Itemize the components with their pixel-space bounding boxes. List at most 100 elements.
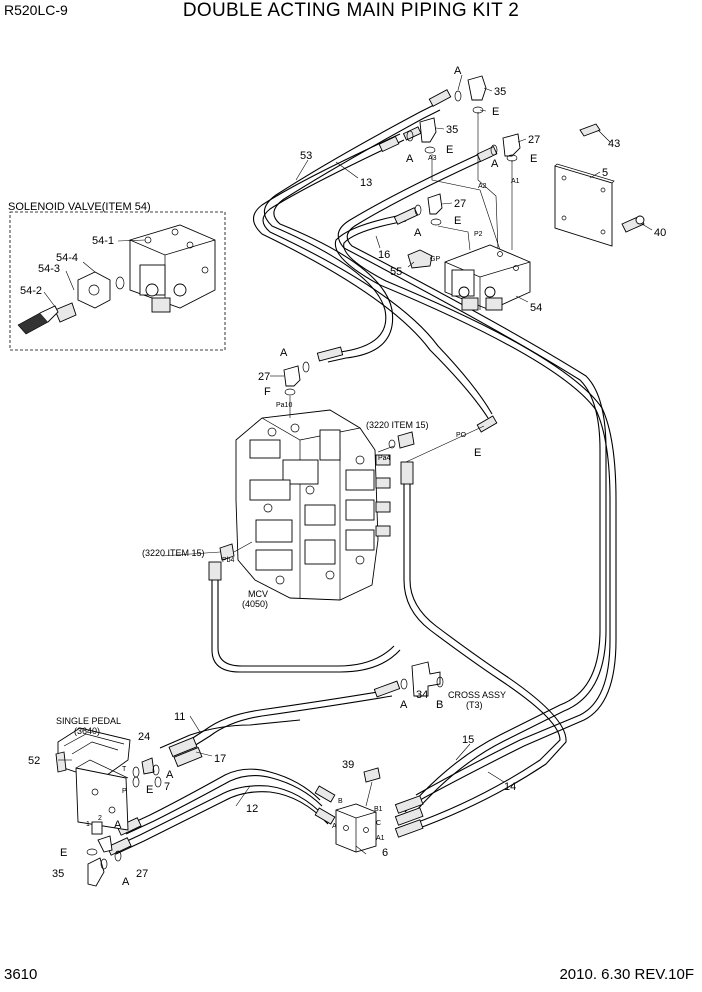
svg-text:1: 1 bbox=[86, 821, 90, 828]
note-3220-upper: (3220 ITEM 15) bbox=[366, 420, 429, 430]
svg-text:E: E bbox=[446, 144, 453, 156]
port-letters: A E A E A E A E A F E A B A E A E A bbox=[60, 65, 537, 888]
callout-54: 54 bbox=[530, 302, 542, 314]
mcv-4050 bbox=[219, 361, 485, 601]
callout-55: 55 bbox=[390, 266, 402, 278]
svg-text:A: A bbox=[280, 347, 288, 359]
svg-text:E: E bbox=[474, 447, 481, 459]
elbow-35-mid bbox=[419, 117, 437, 143]
callout-11: 11 bbox=[174, 711, 185, 723]
elbow-bottom bbox=[97, 835, 113, 853]
svg-text:A: A bbox=[166, 769, 174, 781]
callout-35-bottom: 35 bbox=[52, 868, 64, 880]
svg-text:T: T bbox=[122, 766, 127, 773]
svg-text:PO: PO bbox=[456, 432, 467, 439]
callout-24: 24 bbox=[138, 731, 150, 743]
note-single-pedal: SINGLE PEDAL bbox=[56, 716, 121, 726]
svg-text:A: A bbox=[454, 65, 462, 77]
inset-connector bbox=[54, 302, 77, 323]
svg-text:E: E bbox=[146, 784, 153, 796]
fitting-55 bbox=[407, 249, 433, 269]
elbow-27-top bbox=[502, 133, 521, 157]
callout-leaders bbox=[58, 74, 653, 855]
top-fittings bbox=[406, 75, 521, 269]
svg-text:A2: A2 bbox=[478, 183, 487, 190]
elbow-35-bottom bbox=[87, 857, 105, 887]
svg-text:A: A bbox=[114, 819, 122, 831]
callout-5: 5 bbox=[602, 167, 608, 179]
svg-text:A: A bbox=[332, 823, 337, 830]
inset-label-54-3: 54-3 bbox=[38, 263, 60, 275]
solenoid-valve-54 bbox=[444, 244, 531, 311]
svg-text:2: 2 bbox=[98, 815, 102, 822]
single-pedal-3640 bbox=[55, 727, 162, 887]
callout-43: 43 bbox=[608, 138, 620, 150]
svg-text:A1: A1 bbox=[511, 178, 520, 185]
callout-6: 6 bbox=[382, 847, 388, 859]
callout-7: 7 bbox=[164, 781, 170, 793]
svg-text:E: E bbox=[60, 847, 67, 859]
inset-coil bbox=[77, 271, 111, 309]
callout-53: 53 bbox=[300, 150, 312, 162]
bracket-5 bbox=[554, 123, 645, 247]
hose-12 bbox=[121, 768, 321, 829]
inset-label-54-2: 54-2 bbox=[20, 285, 42, 297]
svg-text:A: A bbox=[491, 158, 499, 170]
hose-po bbox=[403, 468, 561, 826]
callout-27-mcv: 27 bbox=[258, 371, 270, 383]
callout-14: 14 bbox=[504, 781, 516, 793]
hose-13 bbox=[252, 133, 489, 419]
svg-text:B: B bbox=[338, 798, 343, 805]
svg-text:E: E bbox=[530, 153, 537, 165]
svg-text:Pa10: Pa10 bbox=[276, 402, 292, 409]
hose-11 bbox=[181, 689, 391, 746]
svg-text:P2: P2 bbox=[474, 231, 483, 238]
callout-27-top: 27 bbox=[528, 134, 540, 146]
svg-text:B1: B1 bbox=[374, 806, 383, 813]
svg-text:E: E bbox=[454, 215, 461, 227]
diagram-notes: (3220 ITEM 15) (3220 ITEM 15) MCV (4050)… bbox=[56, 420, 506, 736]
callout-35-mid: 35 bbox=[446, 124, 458, 136]
svg-text:Pa4: Pa4 bbox=[378, 455, 391, 462]
callout-16: 16 bbox=[378, 249, 390, 261]
callout-34: 34 bbox=[416, 689, 428, 701]
page-title: DOUBLE ACTING MAIN PIPING KIT 2 bbox=[182, 0, 520, 21]
callout-17: 17 bbox=[214, 753, 226, 765]
svg-text:A: A bbox=[400, 699, 408, 711]
shuttle-block-6 bbox=[335, 767, 381, 853]
callout-52: 52 bbox=[28, 755, 40, 767]
hose-53 bbox=[263, 103, 437, 357]
callout-35-top: 35 bbox=[494, 86, 506, 98]
callout-numbers: 35 35 27 53 13 43 5 40 27 16 55 54 27 11… bbox=[28, 86, 666, 880]
inset-title: SOLENOID VALVE(ITEM 54) bbox=[8, 201, 151, 213]
svg-text:A1: A1 bbox=[376, 835, 385, 842]
svg-text:F: F bbox=[264, 386, 271, 398]
svg-text:C: C bbox=[376, 820, 381, 827]
note-cross-assy: CROSS ASSY bbox=[448, 690, 506, 700]
svg-text:A: A bbox=[406, 153, 414, 165]
callout-39: 39 bbox=[342, 759, 354, 771]
svg-text:GP: GP bbox=[430, 256, 440, 263]
elbow-27-mcv bbox=[283, 365, 301, 387]
svg-text:P: P bbox=[122, 788, 127, 795]
svg-text:A3: A3 bbox=[428, 155, 437, 162]
hose-fittings bbox=[106, 89, 498, 856]
callout-12: 12 bbox=[246, 803, 258, 815]
callout-13: 13 bbox=[360, 177, 372, 189]
elbow-35-top bbox=[467, 75, 487, 101]
callout-27-bottom: 27 bbox=[136, 868, 148, 880]
page-number: 3610 bbox=[4, 966, 38, 983]
svg-text:E: E bbox=[492, 106, 499, 118]
note-3220-lower: (3220 ITEM 15) bbox=[142, 548, 205, 558]
port-ids: A3 A2 A1 P2 GP Pa10 Pa4 Pb4 PO T P 1 2 B… bbox=[86, 155, 520, 842]
note-mcv-number: (4050) bbox=[242, 599, 268, 609]
hose-pb4 bbox=[211, 575, 401, 673]
revision-date: 2010. 6.30 REV.10F bbox=[559, 966, 694, 983]
callout-40: 40 bbox=[654, 227, 666, 239]
hose-14 bbox=[337, 149, 601, 813]
note-mcv: MCV bbox=[248, 589, 268, 599]
note-cross-t3: (T3) bbox=[466, 700, 483, 710]
cross-assy-34 bbox=[400, 661, 444, 697]
svg-text:A: A bbox=[414, 227, 422, 239]
